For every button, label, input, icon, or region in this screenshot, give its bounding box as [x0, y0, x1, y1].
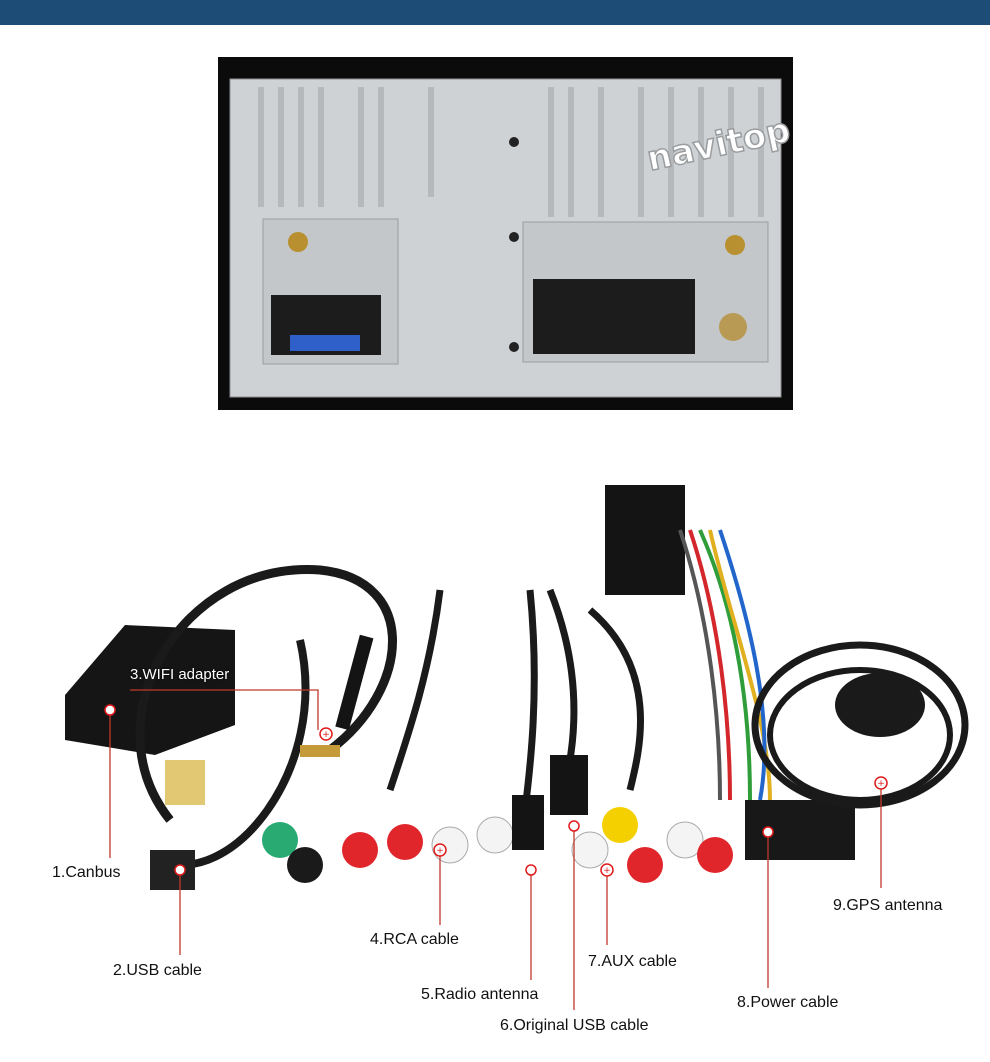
label-usb-cable: 2.USB cable: [113, 962, 202, 979]
label-original-usb-cable: 6.Original USB cable: [500, 1017, 649, 1034]
head-unit-rear-photo: navitop: [218, 57, 793, 410]
label-wifi-adapter: 3.WIFI adapter: [130, 666, 230, 683]
label-aux-cable: 7.AUX cable: [588, 953, 677, 970]
label-power-cable: 8.Power cable: [737, 994, 839, 1011]
header-bar: [0, 0, 990, 25]
label-gps-antenna: 9.GPS antenna: [833, 897, 943, 914]
label-canbus: 1.Canbus: [52, 864, 121, 881]
label-rca-cable: 4.RCA cable: [370, 931, 459, 948]
cable-set-photo: [30, 470, 985, 1030]
label-radio-antenna: 5.Radio antenna: [421, 986, 539, 1003]
